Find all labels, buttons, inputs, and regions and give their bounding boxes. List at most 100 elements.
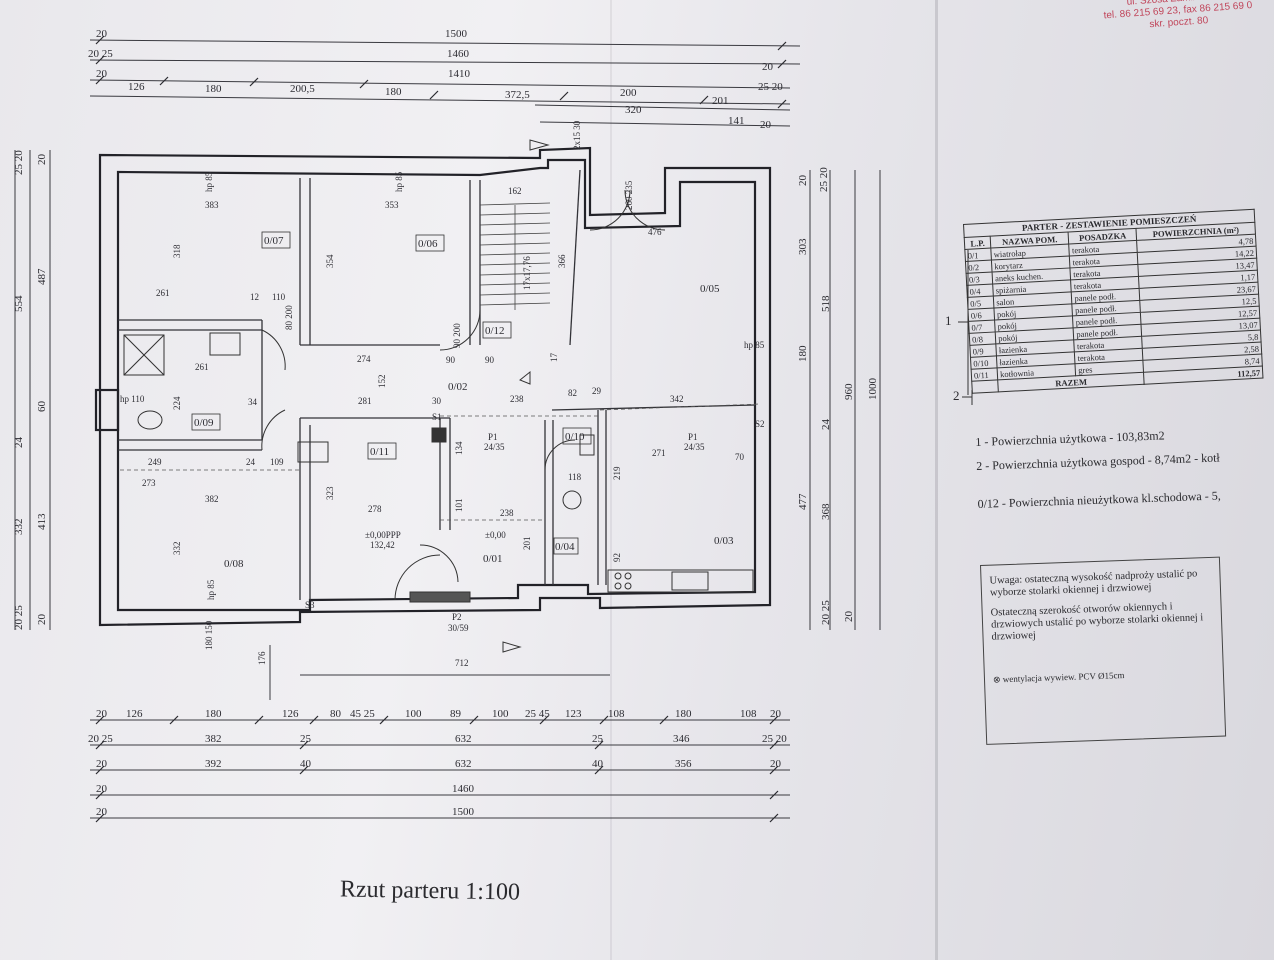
dim-label: 25 20: [13, 150, 25, 175]
interior-walls: [118, 169, 756, 600]
dim-label: 70: [735, 452, 745, 462]
dim-label: 20: [770, 708, 782, 720]
dim-label: 92: [612, 553, 622, 562]
dim-label: 392: [205, 758, 222, 770]
dim-label: 20: [96, 806, 108, 818]
dim-label: 29: [592, 386, 602, 396]
note-text: Ostateczną szerokość otworów okiennych i…: [990, 601, 1204, 643]
dim-label: 24: [246, 457, 256, 467]
dim-label: 260 235: [624, 180, 634, 210]
exterior-walls: [94, 146, 772, 627]
dim-label: 632: [455, 733, 472, 745]
dim-label: 126: [282, 708, 299, 720]
dim-label: 200,5: [290, 83, 315, 95]
room-label-0-11: 0/11: [370, 446, 389, 458]
dim-label: 356: [675, 758, 692, 770]
dim-label: 180: [205, 708, 222, 720]
dim-label: hp 85: [204, 171, 214, 192]
dim-label: 273: [142, 478, 156, 488]
room-label-0-04: 0/04: [555, 541, 575, 553]
room-schedule-table: PARTER - ZESTAWIENIE POMIESZCZEŃ L.P. NA…: [963, 208, 1263, 394]
stairs: [479, 202, 551, 310]
dim-label: 960: [843, 383, 855, 400]
inner-dimensions: 383 353 162 476 318 354 261 12 110 17x17…: [120, 120, 765, 668]
dim-label: 45 25: [350, 708, 375, 720]
dim-label: 238: [500, 508, 514, 518]
dim-label: 40: [300, 758, 312, 770]
door-size-label: 90 200: [452, 323, 462, 348]
dim-label: 110: [272, 292, 286, 302]
paper-fold: [935, 0, 938, 960]
floor-level-label: 132,42: [370, 540, 395, 550]
dim-label: S2: [755, 419, 765, 429]
room-label-0-06: 0/06: [418, 238, 438, 250]
dim-label: 1500: [445, 28, 468, 40]
dim-label: 346: [673, 733, 690, 745]
beam-label: P1: [488, 432, 498, 442]
dim-label: hp 85: [206, 579, 216, 600]
dim-label: hp 110: [120, 394, 145, 404]
dim-label: 200: [620, 87, 637, 99]
dim-label: 20 25: [13, 605, 25, 630]
left-dimension-labels: 25 20 20 554 487 60 24 332 413 20 25 20: [13, 150, 48, 630]
dim-label: 89: [450, 708, 462, 720]
dim-label: 219: [612, 466, 622, 480]
room-label-0-09: 0/09: [194, 417, 214, 429]
dim-label: 25: [592, 733, 604, 745]
dim-label: 477: [797, 493, 809, 510]
section-markers: [502, 139, 550, 653]
dim-label: 1460: [447, 48, 470, 60]
dim-label: 318: [172, 244, 182, 258]
dim-label: 487: [36, 268, 48, 285]
dim-label: 20: [96, 783, 108, 795]
dim-label: 162: [508, 186, 522, 196]
dim-label: 271: [652, 448, 666, 458]
window-size-label: 180 150: [204, 620, 214, 650]
dim-label: 101: [454, 499, 464, 513]
dim-label: 323: [325, 486, 335, 500]
dim-label: 1500: [452, 806, 475, 818]
dim-label: 180: [205, 83, 222, 95]
dim-label: 1460: [452, 783, 475, 795]
dim-label: 12: [250, 292, 259, 302]
dim-label: 100: [492, 708, 509, 720]
dim-label: 24: [820, 419, 832, 431]
dim-label: 518: [820, 295, 832, 312]
room-label-0-05: 0/05: [700, 283, 720, 295]
dim-label: 20: [96, 28, 108, 40]
dim-label: 20 25: [88, 48, 113, 60]
vent-legend-text: wentylacja wywiew. PCV Ø15cm: [1002, 670, 1125, 685]
beam-label: 30/59: [448, 623, 469, 633]
door-size-label: 80 200: [284, 305, 294, 330]
dim-label: 413: [36, 513, 48, 530]
area-summary: 1 - Powierzchnia użytkowa - 103,83m2 2 -…: [975, 421, 1221, 515]
dim-label: 712: [455, 658, 469, 668]
dim-label: 108: [608, 708, 625, 720]
room-label-0-08: 0/08: [224, 558, 244, 570]
dim-label: 20: [843, 611, 855, 623]
dim-label: 238: [510, 394, 524, 404]
dim-label: 320: [625, 104, 642, 116]
dim-label: 20: [96, 708, 108, 720]
dim-label: 20: [96, 758, 108, 770]
dim-label: 261: [156, 288, 170, 298]
dim-label: 20 25: [820, 600, 832, 625]
right-dimension-labels: 20 25 20 303 518 180 960 1000 24 477 368…: [797, 167, 879, 625]
dim-label: 372,5: [505, 89, 530, 101]
dim-label: 274: [357, 354, 371, 364]
dim-label: 24: [13, 437, 25, 449]
dim-label: 20: [96, 68, 108, 80]
dim-label: 353: [385, 200, 399, 210]
dim-label: 249: [148, 457, 162, 467]
dim-label: 90: [446, 355, 456, 365]
room-label-0-12: 0/12: [485, 325, 505, 337]
dim-label: 261: [195, 362, 209, 372]
dim-label: 126: [128, 81, 145, 93]
dim-label: 476: [648, 227, 662, 237]
dim-label: 30: [432, 396, 442, 406]
dim-label: 123: [565, 708, 582, 720]
room-label-0-02: 0/02: [448, 381, 468, 393]
